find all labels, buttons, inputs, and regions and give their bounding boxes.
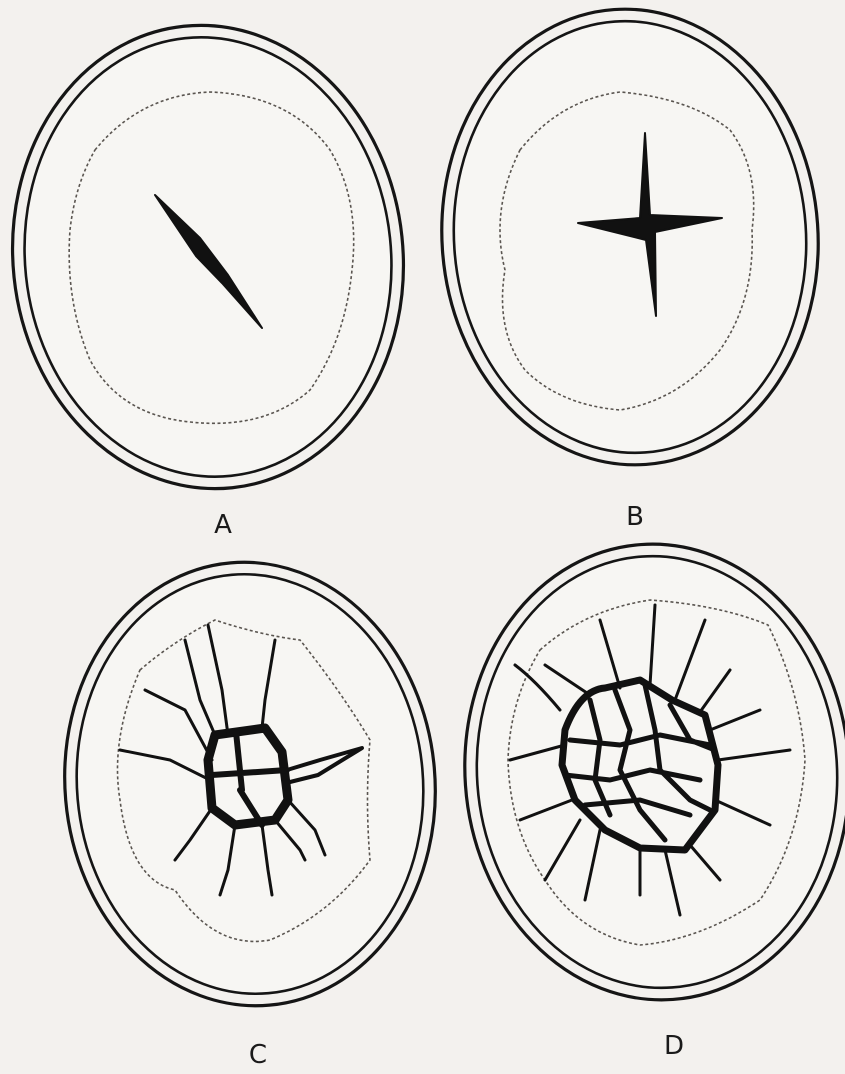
- panel-a: A: [0, 6, 426, 540]
- panel-a-label: A: [214, 510, 232, 540]
- panel-d-label: D: [664, 1031, 684, 1061]
- panel-c-label: C: [249, 1040, 267, 1070]
- panel-c: C: [46, 547, 453, 1070]
- panel-d: D: [450, 531, 845, 1061]
- panel-b-label: B: [626, 502, 644, 532]
- panel-b: B: [427, 0, 834, 532]
